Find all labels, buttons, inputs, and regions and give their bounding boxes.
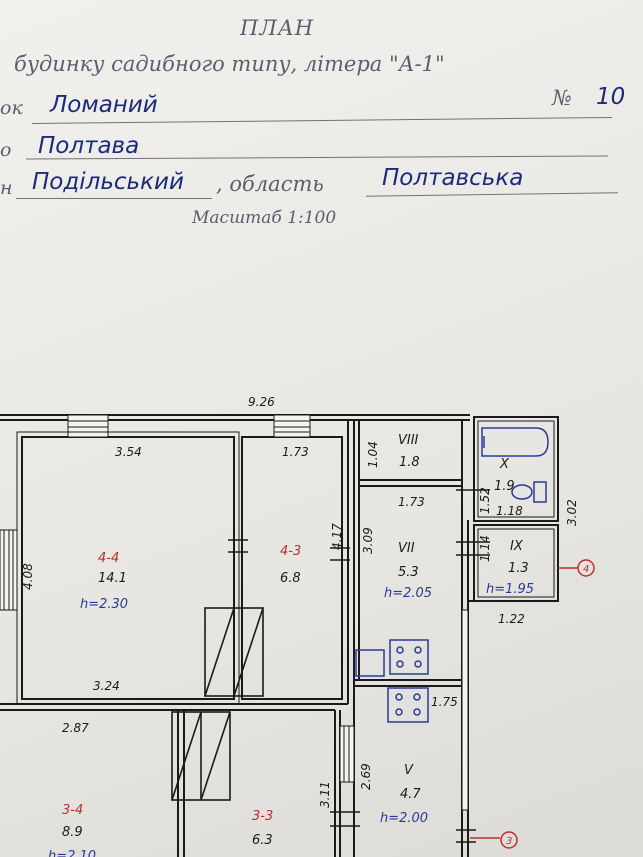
walls	[0, 414, 559, 857]
room-3-4-area: 8.9	[62, 825, 83, 840]
room-vii-height: h=2.05	[384, 586, 432, 601]
room-v-id: V	[404, 763, 414, 778]
dim-viii-bottom: 1.73	[398, 495, 425, 509]
room-4-4-id: 4-4	[98, 551, 119, 566]
room-4-4-area: 14.1	[98, 571, 127, 586]
dim-lower-left: 2.87	[62, 721, 89, 735]
dim-ix-bottom: 1.22	[498, 612, 525, 626]
room-vii-area: 5.3	[398, 565, 419, 580]
form-subtitle: будинку садибного типу, літера "А-1"	[14, 52, 445, 76]
dim-stove: 1.75	[431, 695, 458, 709]
street-value: Ломаний	[50, 92, 158, 118]
number-value: 10	[596, 84, 626, 110]
marker-labels: 4 3	[506, 564, 589, 847]
form-title: ПЛАН	[240, 16, 315, 40]
room-3-4-id: 3-4	[62, 803, 83, 818]
room-3-3-id: 3-3	[252, 809, 273, 824]
city-value: Полтава	[38, 133, 140, 159]
dim-bath-w: 1.18	[496, 504, 523, 518]
dim-bath-h1: 1.52	[478, 487, 492, 514]
dim-4-3-wall: 4.17	[330, 523, 344, 550]
room-4-3-id: 4-3	[280, 544, 301, 559]
doors	[171, 489, 490, 843]
scale-label: Масштаб 1:100	[192, 208, 337, 228]
dim-4-4-top: 3.54	[115, 445, 142, 459]
dim-left-wall: 4.08	[21, 563, 35, 590]
district-value: Подільський	[32, 169, 184, 195]
room-ix-height: h=1.95	[486, 582, 534, 597]
region-label: , область	[216, 172, 324, 196]
number-label: №	[552, 86, 572, 110]
room-viii-id: VIII	[398, 433, 419, 448]
room-labels: 4-4 14.1 h=2.30 4-3 6.8 VIII 1.8 X 1.9 V…	[48, 433, 534, 857]
region-value: Полтавська	[382, 165, 524, 191]
dim-bath-h2: 1.14	[478, 535, 492, 562]
appliances	[355, 427, 549, 723]
dimension-labels: 9.26 3.54 1.73 1.04 1.73 1.52 1.18 3.02 …	[21, 395, 579, 808]
city-label: о	[0, 139, 12, 161]
street-label: ок	[0, 97, 23, 119]
room-v-height: h=2.00	[380, 811, 428, 826]
windows	[0, 414, 469, 811]
room-vii-id: VII	[398, 541, 415, 556]
district-label: н	[0, 177, 13, 199]
entrance-3-label: 3	[506, 836, 512, 847]
room-3-3-area: 6.3	[252, 833, 273, 848]
room-3-4-height: h=2.10	[48, 849, 96, 857]
room-ix-id: IX	[510, 539, 524, 554]
dim-v-side: 2.69	[359, 763, 373, 790]
dim-vii-wall: 3.09	[361, 527, 375, 554]
room-ix-area: 1.3	[508, 561, 529, 576]
room-v-area: 4.7	[400, 787, 421, 802]
dim-4-4-bottom: 3.24	[93, 679, 120, 693]
dim-viii-height: 1.04	[366, 441, 380, 468]
dim-right-wall: 3.02	[565, 499, 579, 526]
district-underline	[16, 198, 212, 199]
room-x-area: 1.9	[494, 479, 515, 494]
room-x-id: X	[499, 457, 510, 472]
entrance-4-label: 4	[583, 564, 589, 575]
room-4-4-height: h=2.30	[80, 597, 128, 612]
dim-4-3-top: 1.73	[282, 445, 309, 459]
room-4-3-area: 6.8	[280, 571, 301, 586]
entrance-markers	[470, 559, 595, 849]
dim-3-3-side: 3.11	[318, 781, 332, 808]
room-viii-area: 1.8	[399, 455, 420, 470]
dim-overall-top: 9.26	[248, 395, 275, 409]
